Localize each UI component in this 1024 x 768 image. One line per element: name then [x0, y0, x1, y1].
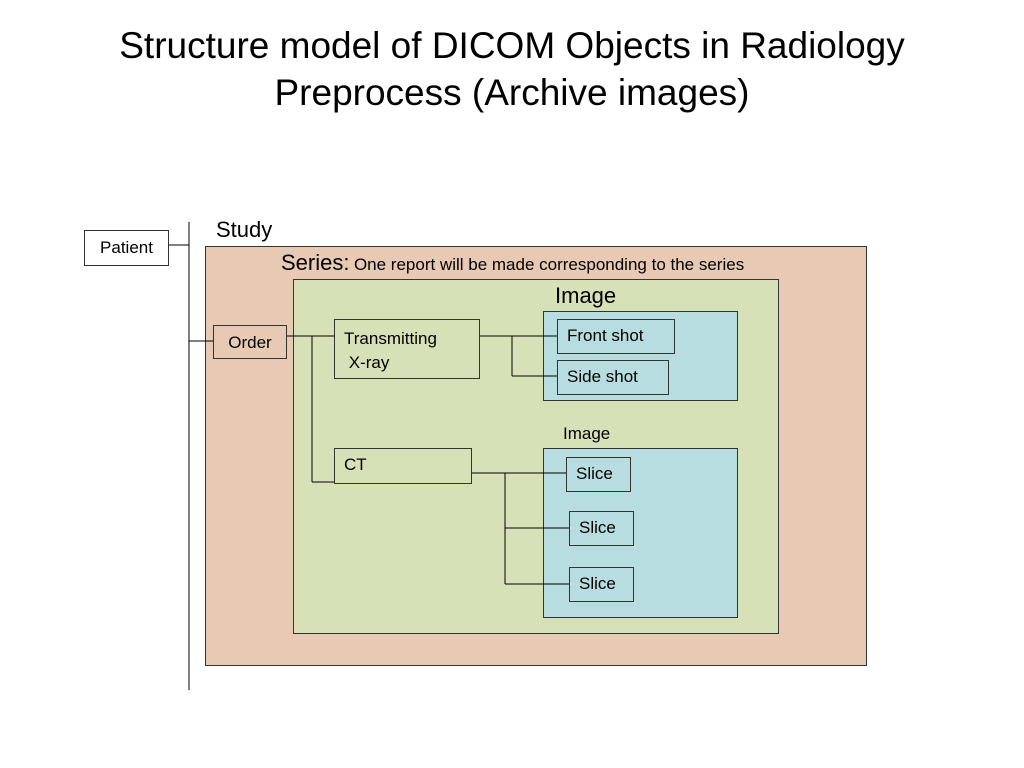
side-shot-label: Side shot [567, 367, 638, 386]
ct-node: CT [334, 448, 472, 484]
image-area-xray [543, 311, 738, 401]
slice-node-1: Slice [566, 457, 631, 492]
slice-label-2: Slice [579, 518, 616, 537]
image-label-xray: Image [555, 283, 617, 308]
front-shot-label: Front shot [567, 326, 644, 345]
patient-node: Patient [84, 230, 169, 266]
transmitting-xray-node: Transmitting X-ray [334, 319, 480, 379]
series-note: One report will be made corresponding to… [353, 255, 745, 274]
order-node: Order [213, 325, 287, 359]
transmitting-label-line1: Transmitting [344, 329, 437, 348]
slide-title: Structure model of DICOM Objects in Radi… [0, 22, 1024, 116]
image-label-ct: Image [563, 424, 611, 443]
image-area-ct [543, 448, 738, 618]
title-line-1: Structure model of DICOM Objects in Radi… [119, 25, 905, 66]
side-shot-node: Side shot [557, 360, 669, 395]
series-prefix: Series: [281, 250, 350, 275]
ct-label: CT [344, 455, 367, 474]
transmitting-label-line2: X-ray [344, 353, 390, 372]
slice-node-3: Slice [569, 567, 634, 602]
front-shot-node: Front shot [557, 319, 675, 354]
slice-node-2: Slice [569, 511, 634, 546]
series-label: Series: One report will be made correspo… [281, 250, 744, 276]
order-label: Order [228, 333, 272, 352]
slice-label-3: Slice [579, 574, 616, 593]
patient-label: Patient [100, 238, 153, 257]
title-line-2: Preprocess (Archive images) [274, 72, 750, 113]
slice-label-1: Slice [576, 464, 613, 483]
study-label: Study [216, 217, 273, 242]
